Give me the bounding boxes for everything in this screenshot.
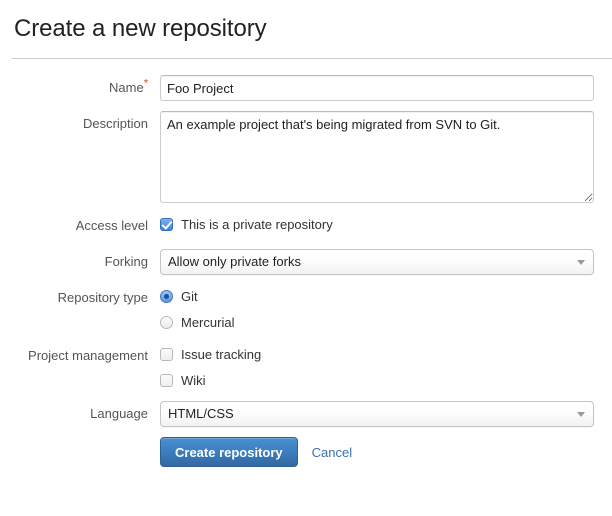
checkbox-unchecked-icon[interactable]: [160, 373, 173, 387]
forking-select-box[interactable]: [160, 249, 594, 275]
label-access-level: Access level: [75, 218, 148, 233]
field-row-language: Language HTML/CSS: [0, 401, 612, 427]
control-actions: Create repository Cancel: [160, 437, 612, 467]
radio-mercurial-label: Mercurial: [181, 314, 235, 330]
header-divider: [12, 58, 612, 59]
language-select-value: HTML/CSS: [168, 406, 234, 421]
control-forking: Allow only private forks: [160, 249, 612, 275]
radio-repository-type-git[interactable]: Git: [160, 285, 594, 307]
radio-unselected-icon[interactable]: [160, 315, 173, 329]
checkbox-unchecked-icon[interactable]: [160, 347, 173, 361]
field-row-description: Description An example project that's be…: [0, 111, 612, 203]
label-language: Language: [90, 406, 148, 421]
radio-repository-type-mercurial[interactable]: Mercurial: [160, 311, 594, 333]
label-description: Description: [82, 116, 148, 131]
forking-select[interactable]: Allow only private forks: [160, 249, 594, 275]
description-textarea[interactable]: An example project that's being migrated…: [160, 111, 594, 203]
create-repository-button[interactable]: Create repository: [160, 437, 298, 467]
create-repository-form: Name* Description An example project tha…: [0, 59, 612, 467]
control-repository-type: Git Mercurial: [160, 285, 612, 333]
chevron-down-icon[interactable]: [577, 260, 585, 265]
chevron-down-icon[interactable]: [577, 412, 585, 417]
field-row-project-management: Project management Issue tracking Wiki: [0, 343, 612, 391]
checkbox-private-repository-label: This is a private repository: [181, 216, 333, 232]
label-name: Name*: [0, 75, 160, 101]
language-select[interactable]: HTML/CSS: [160, 401, 594, 427]
form-actions: Create repository Cancel: [160, 437, 594, 467]
label-name-text: Name: [109, 80, 144, 95]
field-row-actions: Create repository Cancel: [0, 437, 612, 467]
control-description: An example project that's being migrated…: [160, 111, 612, 203]
checkbox-private-repository[interactable]: This is a private repository: [160, 213, 594, 235]
label-project-management: Project management: [28, 348, 148, 363]
control-access-level: This is a private repository: [160, 213, 612, 235]
name-input[interactable]: [160, 75, 594, 101]
forking-select-value: Allow only private forks: [168, 254, 301, 269]
field-row-access-level: Access level This is a private repositor…: [0, 213, 612, 239]
radio-git-label: Git: [181, 288, 198, 304]
field-row-forking: Forking Allow only private forks: [0, 249, 612, 275]
field-row-name: Name*: [0, 75, 612, 101]
checkbox-checked-icon[interactable]: [160, 217, 173, 231]
language-select-box[interactable]: [160, 401, 594, 427]
radio-selected-icon[interactable]: [160, 289, 173, 303]
checkbox-wiki[interactable]: Wiki: [160, 369, 594, 391]
required-asterisk-icon: *: [143, 77, 148, 90]
cancel-link[interactable]: Cancel: [311, 444, 353, 460]
label-repository-type: Repository type: [57, 290, 148, 305]
label-forking: Forking: [104, 254, 148, 269]
control-project-management: Issue tracking Wiki: [160, 343, 612, 391]
control-name: [160, 75, 612, 101]
field-row-repository-type: Repository type Git Mercurial: [0, 285, 612, 333]
checkbox-wiki-label: Wiki: [181, 372, 206, 388]
control-language: HTML/CSS: [160, 401, 612, 427]
page-title: Create a new repository: [14, 15, 267, 42]
checkbox-issue-tracking-label: Issue tracking: [181, 346, 262, 362]
checkbox-issue-tracking[interactable]: Issue tracking: [160, 343, 594, 365]
